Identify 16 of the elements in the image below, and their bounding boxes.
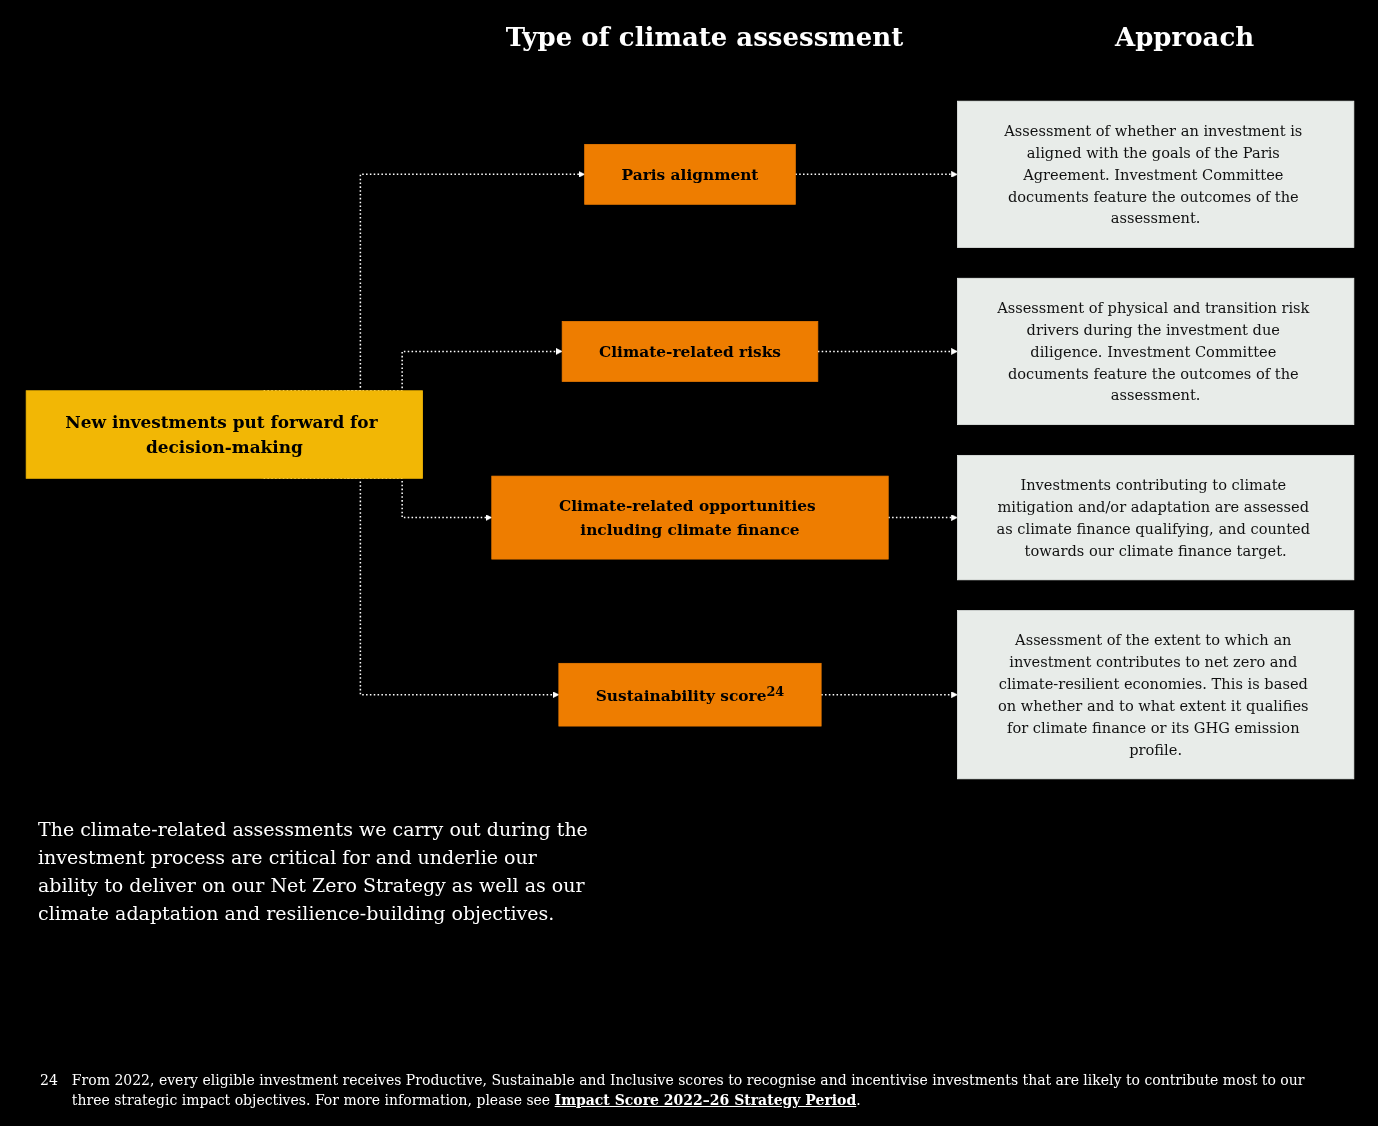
node-box: Investments contributing to climate mitigation and/or adaptation are assessed as climate finance qualifying, and counted towards our climate finance target. [957,455,1355,581]
node-box: Assessment of physical and transition risk drivers during the investment due diligence. Investment Committee documents feature the outcomes of the assessment. [957,277,1355,425]
node-box: Paris alignment [584,144,796,205]
node-box: Climate-related opportunities including climate finance [491,475,889,560]
description-text: The climate-related assessments we carry out during the investment process are critical for and underlie our ability to deliver on our Net Zero Strategy as well as our climate adaptation and resilience-building objectives. [38,817,589,926]
node-box: Assessment of whether an investment is aligned with the goals of the Paris Agreement. Investment Committee documents feature the outcomes of the assessment. [957,100,1355,248]
arrow [817,348,958,355]
node-box: Sustainability score$^{24}$ [558,662,822,727]
node-box: New investments put forward for decision-making [25,390,423,479]
footnote-number: 24 [40,1071,58,1090]
footnote-text: From 2022, every eligible investment receives Productive, Sustainable and Inclusive scores to recognise and incentivise investments that are likely to contribute most to our three strategic impact objectives. For more information, please see Impact Score 2022–26 Strategy Period. [71,1071,1306,1110]
column-heading: Type of climate assessment [505,22,904,52]
node-box: Assessment of the extent to which an investment contributes to net zero and climate-resilient economies. This is based on whether and to what extent it qualifies for climate finance or its GHG emission profile. [957,610,1355,780]
node-box: Climate-related risks [561,321,819,382]
column-heading: Approach [1115,22,1255,52]
link: Impact Score 2022–26 Strategy Period [554,1092,857,1108]
